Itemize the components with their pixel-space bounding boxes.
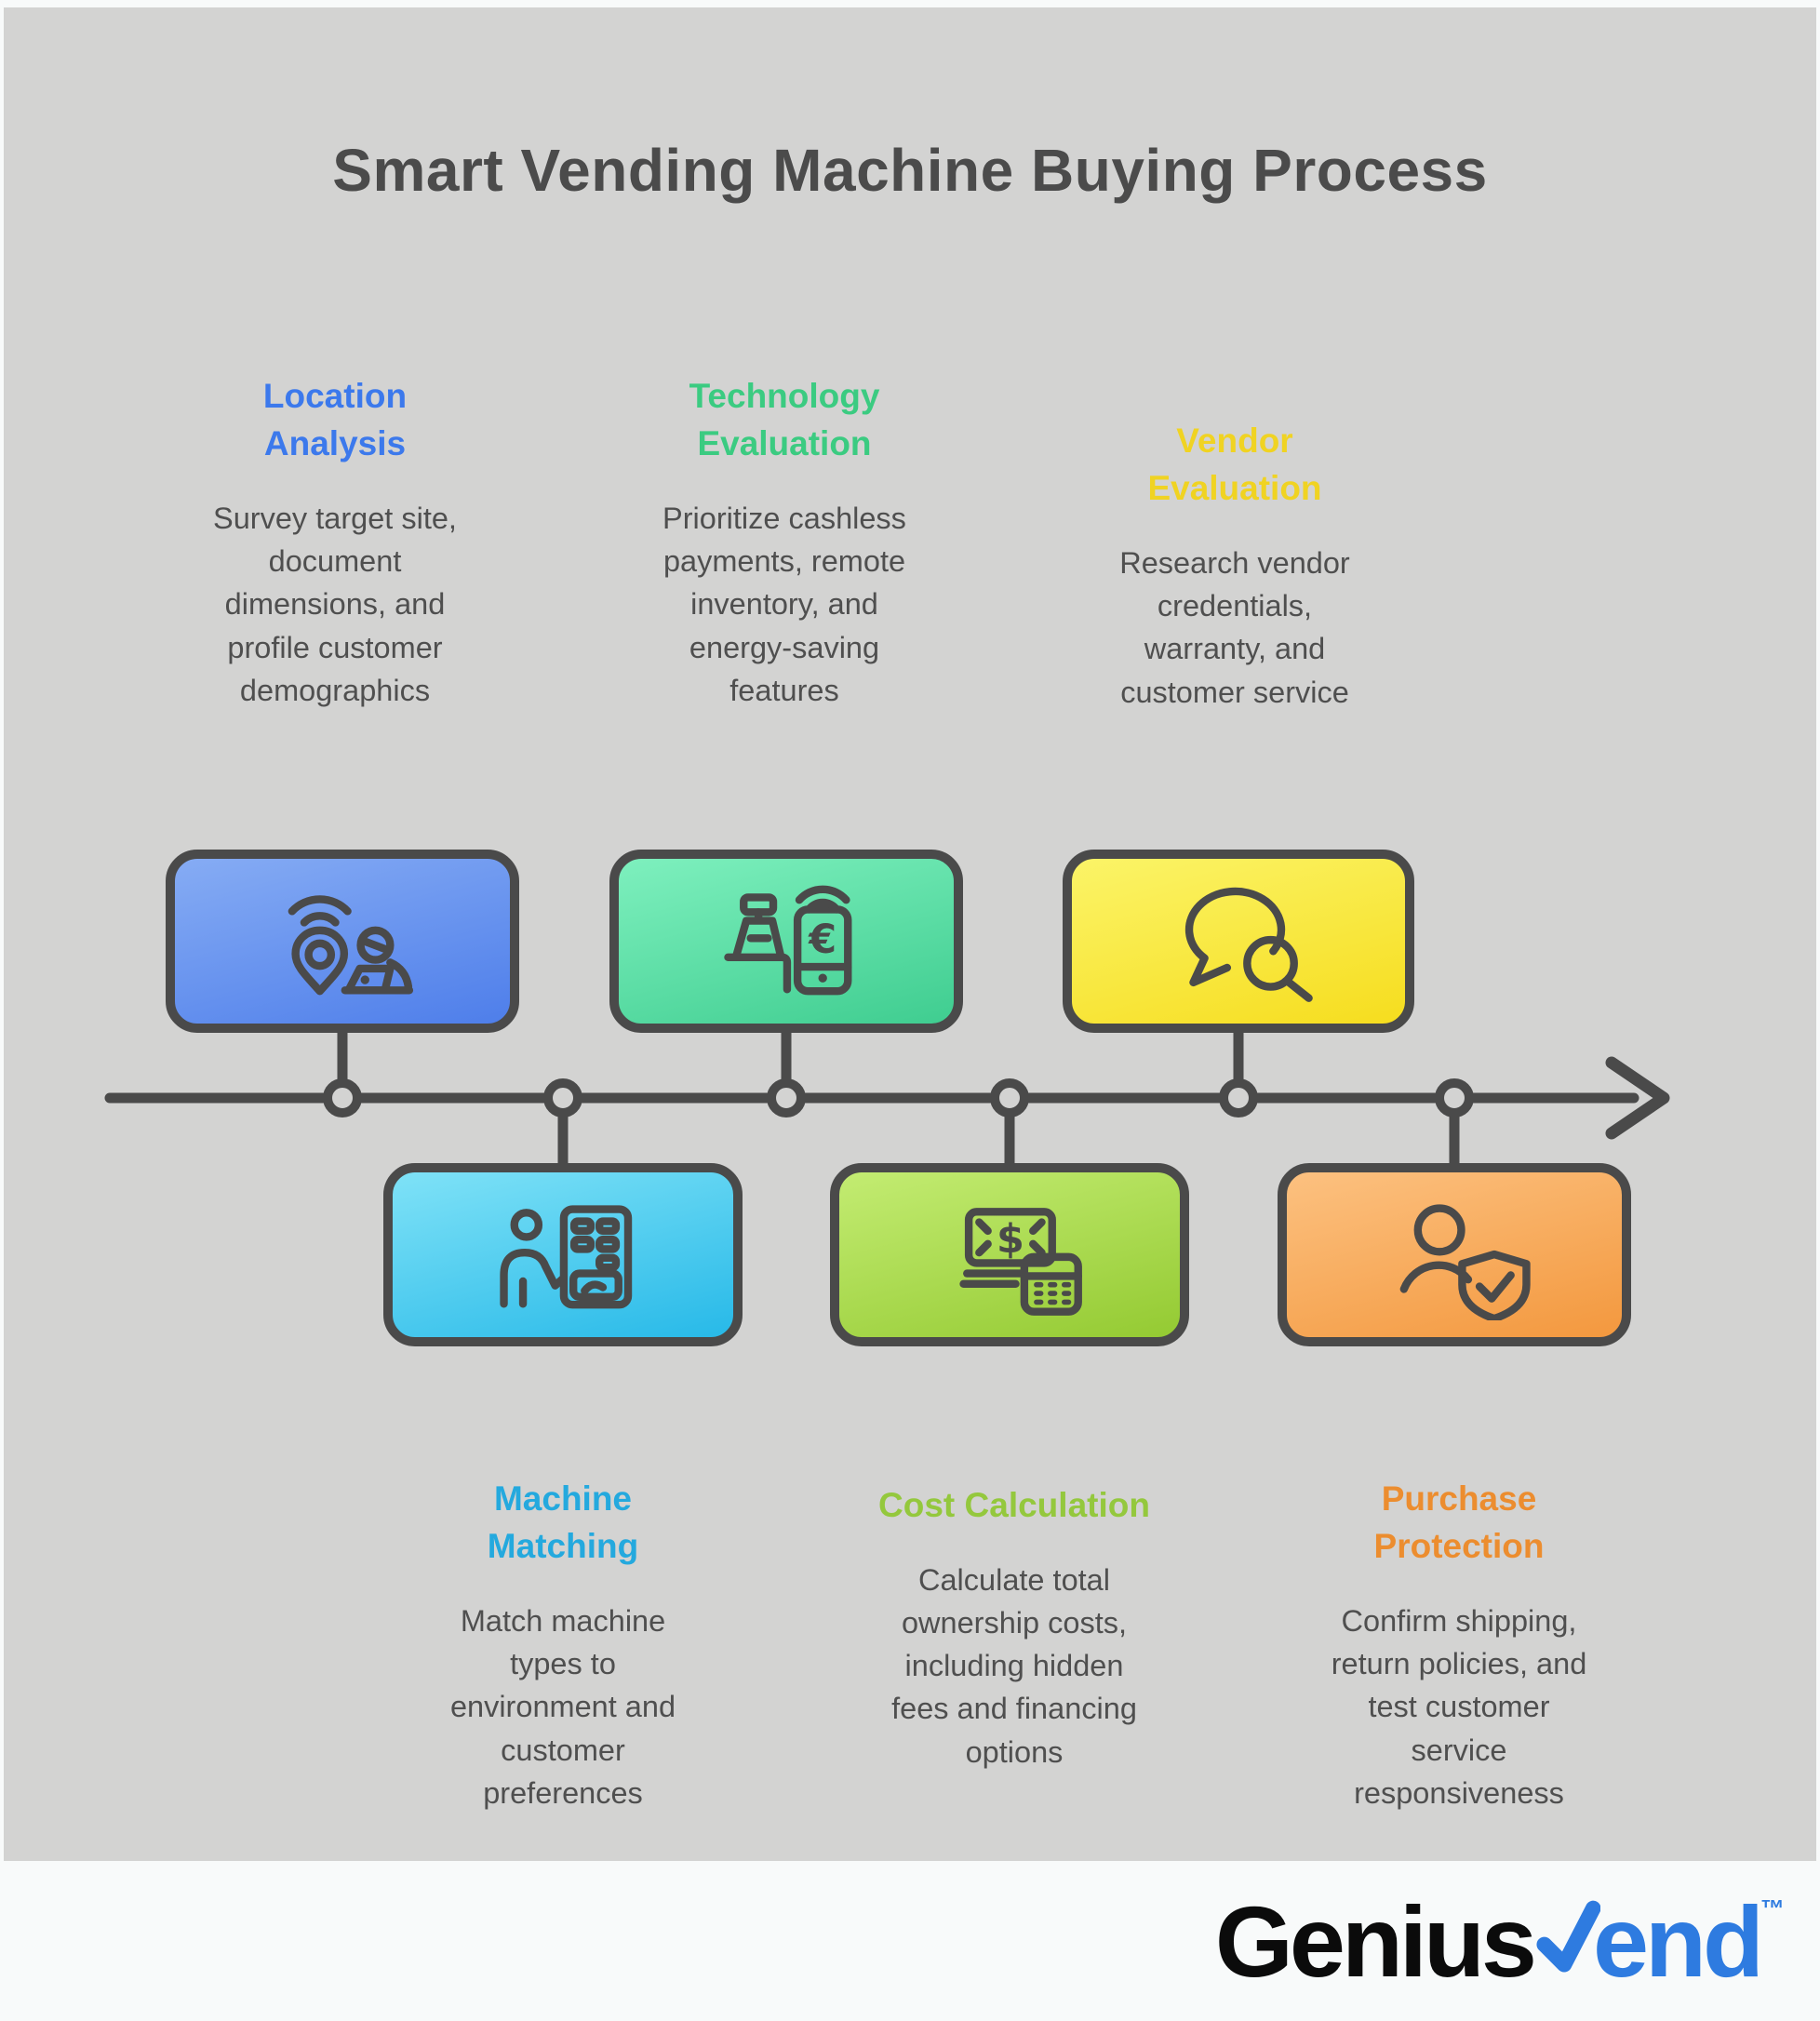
trademark-symbol: ™	[1760, 1894, 1785, 1922]
step-text-vendor-evaluation: Vendor Evaluation Research vendor creden…	[1081, 417, 1388, 714]
step-card-technology-evaluation: €	[609, 850, 963, 1033]
step-description: Research vendor credentials, warranty, a…	[1119, 546, 1350, 709]
step-text-technology-evaluation: Technology Evaluation Prioritize cashles…	[631, 372, 938, 712]
page-title: Smart Vending Machine Buying Process	[332, 137, 1488, 204]
step-card-vendor-evaluation	[1063, 850, 1414, 1033]
step-text-purchase-protection: Purchase Protection Confirm shipping, re…	[1301, 1475, 1617, 1814]
step-text-cost-calculation: Cost Calculation Calculate total ownersh…	[828, 1481, 1200, 1773]
step-text-location-analysis: Location Analysis Survey target site, do…	[186, 372, 484, 712]
step-title: Machine Matching	[487, 1479, 639, 1566]
brand-logo: Genius end ™	[1215, 1883, 1785, 2000]
logo-check-icon	[1536, 1900, 1600, 1973]
step-title: Location Analysis	[262, 377, 408, 463]
payment-terminal-phone-icon: €	[724, 885, 852, 995]
logo-footer: Genius end ™	[0, 1861, 1820, 2021]
chat-bubble-search-icon	[1184, 887, 1313, 1002]
step-description: Calculate total ownership costs, includi…	[891, 1563, 1137, 1769]
dollar-symbol: $	[997, 1216, 1024, 1263]
step-text-machine-matching: Machine Matching Match machine types to …	[414, 1475, 712, 1814]
step-title: Cost Calculation	[878, 1486, 1150, 1524]
logo-text-genius: Genius	[1214, 1884, 1537, 1998]
logo-text-end: end	[1592, 1884, 1764, 1998]
step-card-location-analysis	[166, 850, 519, 1033]
step-title: Purchase Protection	[1373, 1479, 1545, 1566]
euro-symbol: €	[808, 917, 836, 963]
step-title: Technology Evaluation	[689, 377, 880, 463]
step-description: Survey target site, document dimensions,…	[213, 502, 457, 707]
step-description: Match machine types to environment and c…	[449, 1604, 676, 1810]
banknote-calculator-icon: $	[959, 1207, 1082, 1316]
location-pin-laptop-icon	[288, 894, 414, 995]
step-description: Prioritize cashless payments, remote inv…	[662, 502, 906, 707]
person-shield-check-icon	[1399, 1203, 1531, 1320]
step-card-cost-calculation: $	[830, 1163, 1189, 1346]
step-title: Vendor Evaluation	[1147, 422, 1322, 508]
step-card-purchase-protection	[1278, 1163, 1631, 1346]
step-card-machine-matching	[383, 1163, 743, 1346]
person-vending-machine-icon	[500, 1204, 633, 1308]
step-description: Confirm shipping, return policies, and t…	[1331, 1604, 1587, 1810]
